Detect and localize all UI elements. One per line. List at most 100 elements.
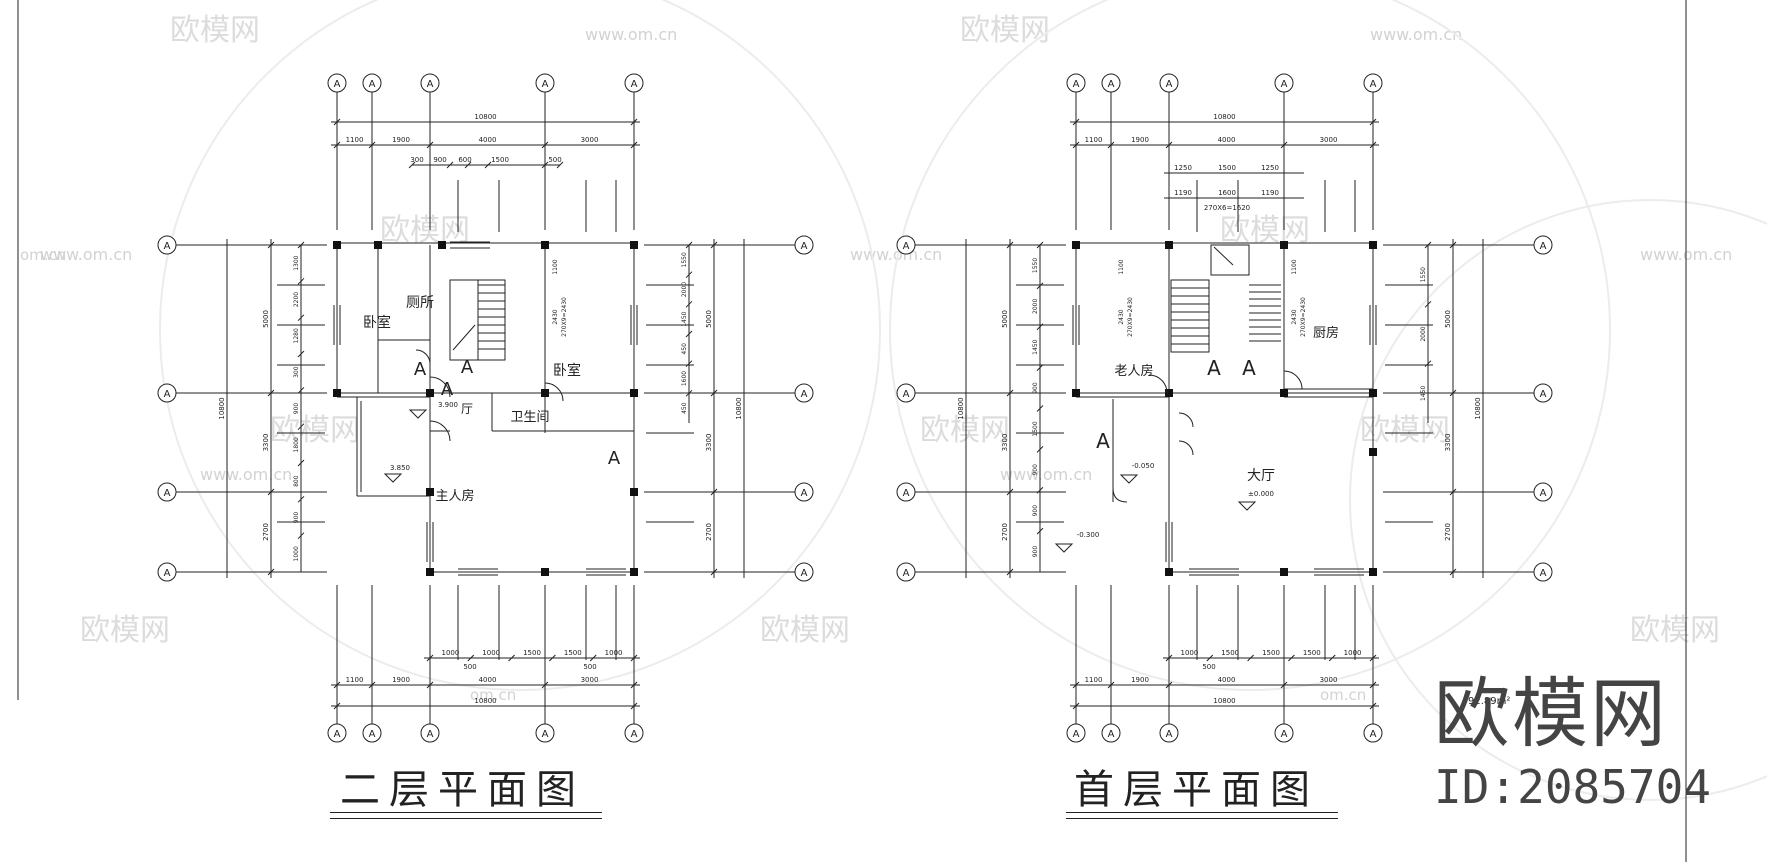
dimension-tick — [297, 277, 305, 285]
dimension-tick — [1165, 681, 1173, 689]
grid-axis-label: A — [369, 729, 376, 740]
dimension-tick — [1288, 654, 1295, 662]
dim-right-inner: 1600 — [681, 371, 688, 386]
structural-column — [1369, 389, 1377, 397]
stair-dim: 270X9=2430 — [1127, 297, 1134, 337]
dim-bottom-inner: 1000 — [1344, 649, 1362, 657]
structural-column — [333, 389, 341, 397]
room-label-living-hall: 大厅 — [1247, 468, 1275, 484]
watermark-faint-site: www.om.cn — [585, 25, 677, 44]
structural-column — [630, 389, 638, 397]
dim-top-inner: 300 — [410, 156, 423, 164]
dim-right-segment: 5000 — [1444, 310, 1452, 328]
watermark-faint-arc — [159, 0, 881, 691]
watermark-id-text: ID:2085704 — [1434, 760, 1711, 814]
dim-right-inner: 450 — [681, 402, 688, 414]
door-swing-arc — [544, 382, 564, 402]
grid-axis-label: A — [631, 79, 638, 90]
dimension-tick — [685, 271, 693, 279]
dim-top-segment: 4000 — [479, 136, 497, 144]
dimension-tick — [1072, 681, 1080, 689]
grid-axis-label: A — [1073, 729, 1080, 740]
dimension-tick — [1449, 389, 1457, 397]
grid-axis-label: A — [801, 488, 808, 499]
dimension-tick — [1006, 488, 1014, 496]
structural-column — [374, 241, 382, 249]
grid-axis-label: A — [903, 389, 910, 400]
dim-bottom-segment: 1100 — [346, 676, 364, 684]
dimension-tick — [1036, 527, 1044, 535]
dim-bottom-overall: 10800 — [1213, 697, 1235, 705]
door-swing-arc — [429, 376, 451, 398]
dimension-tick — [426, 654, 434, 662]
dim-left-inner: 900 — [1032, 382, 1039, 394]
dim-bottom-overall: 10800 — [474, 697, 496, 705]
watermark-faint-brand: 欧模网 — [1220, 213, 1310, 248]
dim-left-inner: 900 — [293, 403, 300, 415]
dimension-tick — [710, 488, 718, 496]
stair-outline — [1170, 279, 1210, 353]
dimension-tick — [368, 681, 376, 689]
dim-top-inner: 1250 — [1174, 164, 1192, 172]
dimension-tick — [710, 389, 718, 397]
title-underline-left-2 — [330, 818, 602, 819]
plan-title-second-floor: 二层平面图 — [340, 767, 585, 813]
watermark-faint-site: www.om.cn — [40, 245, 132, 264]
structural-column — [1072, 241, 1080, 249]
level-mark: 3.850 — [390, 464, 410, 472]
dimension-tick — [1424, 241, 1432, 249]
dim-bottom-segment: 3000 — [581, 676, 599, 684]
dim-right-inner: 1550 — [681, 252, 688, 267]
grid-axis-label: A — [631, 729, 638, 740]
level-mark: ±0.000 — [1248, 490, 1274, 498]
dim-left-segment: 3300 — [1001, 434, 1009, 452]
dim-right-inner: 1450 — [681, 311, 688, 326]
watermark-faint-site-short: om.cn — [20, 246, 66, 264]
structural-column — [1165, 241, 1173, 249]
watermark-brand-block: 欧模网 ID:2085704 — [1434, 676, 1711, 814]
grid-axis-label: A — [542, 729, 549, 740]
dimension-tick — [464, 161, 472, 169]
dimension-tick — [297, 532, 305, 540]
watermark-faint-site: www.om.cn — [200, 465, 292, 484]
dimension-tick — [549, 654, 556, 662]
dim-bottom-inner: 1000 — [482, 649, 500, 657]
structural-column — [541, 568, 549, 576]
structural-column — [438, 241, 446, 249]
dimension-tick — [710, 241, 718, 249]
structural-column — [630, 241, 638, 249]
dim-left-segment: 2700 — [1001, 523, 1009, 541]
room-label-bathroom: 卫生间 — [510, 410, 549, 425]
dim-left-inner: 1800 — [293, 437, 300, 452]
dimension-tick — [297, 241, 305, 249]
level-triangle — [1054, 543, 1074, 553]
title-underline-right-2 — [1066, 818, 1338, 819]
dim-left-segment: 2700 — [262, 523, 270, 541]
structural-column — [1369, 448, 1377, 456]
dimension-tick — [710, 568, 718, 576]
stair-note: 270X6=1620 — [1204, 204, 1250, 212]
dimension-tick — [1369, 654, 1377, 662]
dimension-tick — [426, 141, 434, 149]
door-swing-arc — [429, 420, 451, 442]
dimension-tick — [1369, 702, 1377, 710]
stair-direction-mark: A — [1207, 356, 1221, 380]
dimension-tick — [267, 389, 275, 397]
dim-top-inner: 900 — [433, 156, 446, 164]
exterior-wall-lower — [1168, 392, 1374, 573]
stair-break-line — [1213, 246, 1234, 266]
door-swing-arc — [1178, 412, 1194, 428]
dim-top-inner: 500 — [548, 156, 561, 164]
level-triangle — [408, 409, 428, 419]
dim-left-inner: 1280 — [293, 328, 300, 343]
dimension-tick — [333, 681, 341, 689]
dim-top-inner-2: 1190 — [1174, 189, 1192, 197]
dim-left-inner: 900 — [293, 512, 300, 524]
dim-right-overall: 10800 — [1474, 397, 1482, 419]
dim-left-segment: 3300 — [262, 434, 270, 452]
dimension-tick — [1449, 241, 1457, 249]
dim-bottom-segment: 3000 — [1320, 676, 1338, 684]
dimension-tick — [267, 488, 275, 496]
dimension-tick — [1036, 241, 1044, 249]
